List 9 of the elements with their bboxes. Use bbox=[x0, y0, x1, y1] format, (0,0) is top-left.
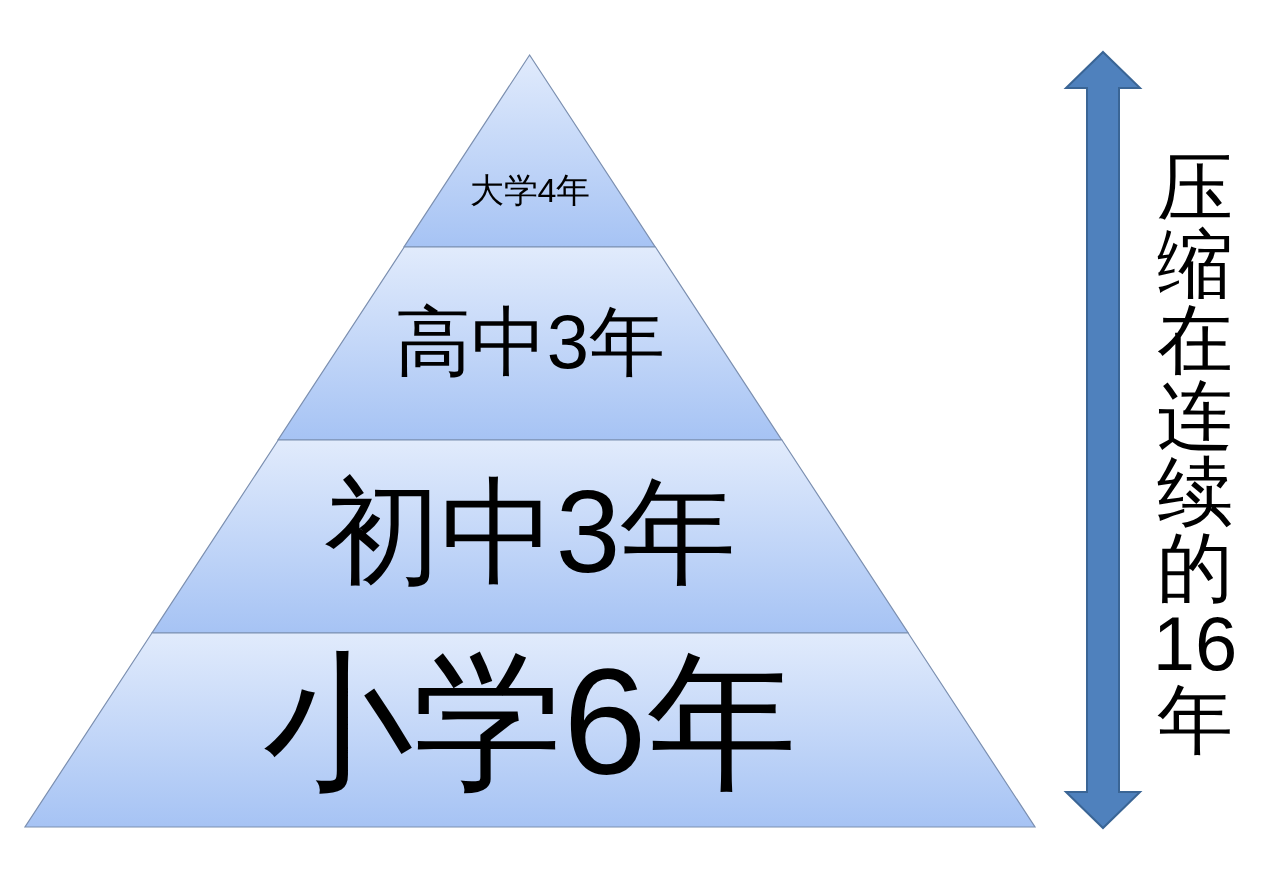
pyramid-top bbox=[404, 55, 656, 247]
pyramid-tier bbox=[278, 247, 782, 440]
pyramid-tier bbox=[25, 633, 1035, 827]
tier-label: 高中3年 bbox=[394, 304, 666, 380]
tier-label: 大学4年 bbox=[469, 173, 591, 207]
tier-label: 小学6年 bbox=[263, 647, 797, 797]
pyramid-tier bbox=[151, 440, 909, 633]
tier-label: 初中3年 bbox=[323, 474, 737, 590]
side-label: 压缩在连续的16年 bbox=[1151, 150, 1239, 758]
